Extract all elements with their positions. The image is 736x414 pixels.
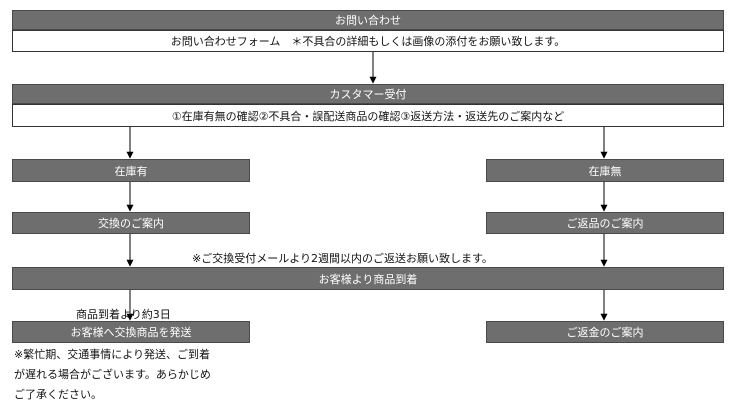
return-guide-box: ご返品のご案内 [486,212,724,234]
delay-notice-line: ※繁忙期、交通事情により発送、ご到着 [14,348,210,361]
delay-notice: ※繁忙期、交通事情により発送、ご到着 が遅れる場合がございます。あらかじめ ご了… [14,345,211,405]
return-deadline-note: ※ご交換受付メールより2週間以内のご返送お願い致します。 [192,252,493,265]
customer-reception-title-bar: カスタマー受付 [12,84,724,104]
ship-exchange-item-box: お客様へ交換商品を発送 [12,321,250,343]
refund-guide-box: ご返金のご案内 [486,321,724,343]
customer-arrival-bar: お客様より商品到着 [12,267,724,290]
stock-available-box: 在庫有 [12,159,250,182]
delay-notice-line: ご了承ください。 [14,388,102,401]
delay-notice-line: が遅れる場合がございます。あらかじめ [14,368,211,381]
exchange-guide-box: 交換のご案内 [12,212,250,234]
delivery-lead-time: 商品到着より約3日 [76,308,171,321]
inquiry-title-bar: お問い合わせ [12,10,724,30]
customer-reception-detail-box: ①在庫有無の確認②不具合・誤配送商品の確認③返送方法・返送先のご案内など [12,104,724,127]
inquiry-detail-box: お問い合わせフォーム ＊不具合の詳細もしくは画像の添付をお願い致します。 [12,30,724,52]
stock-unavailable-box: 在庫無 [486,159,724,182]
